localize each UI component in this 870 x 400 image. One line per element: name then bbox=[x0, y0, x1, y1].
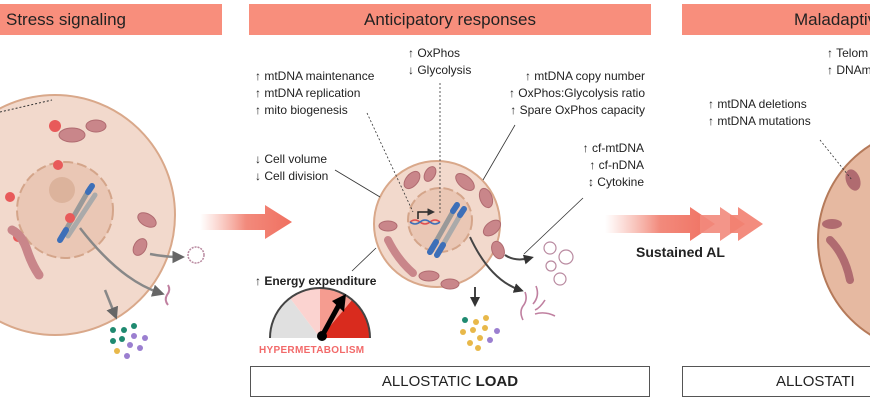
maladaptive-cell bbox=[817, 139, 870, 336]
vesicles bbox=[543, 241, 574, 286]
label-line: ↕ Cytokine bbox=[587, 175, 644, 189]
cytokine-molecules bbox=[460, 315, 500, 351]
allostatic-overload-box: ALLOSTATI bbox=[682, 366, 870, 397]
cell-volume-labels: ↓ Cell volume ↓ Cell division bbox=[255, 151, 328, 185]
mtdna-deletions-labels: ↑ mtDNA deletions ↑ mtDNA mutations bbox=[708, 96, 811, 130]
label-line: ↑ Telom bbox=[827, 46, 869, 60]
label-line: ↑ mtDNA deletions bbox=[708, 97, 807, 111]
panel-header-maladaptive: Maladaptive bbox=[682, 4, 870, 35]
header-text: Maladaptive bbox=[794, 10, 870, 29]
sustained-al-label: Sustained AL bbox=[636, 244, 725, 260]
label-line: ↑ Spare OxPhos capacity bbox=[510, 103, 645, 117]
header-text: Stress signaling bbox=[6, 10, 127, 29]
panel-header-stress-signaling: Stress signaling bbox=[0, 4, 222, 35]
stress-cell bbox=[0, 94, 205, 359]
allostatic-load-box: ALLOSTATIC LOAD bbox=[250, 366, 650, 397]
label-line: ↓ Glycolysis bbox=[408, 63, 472, 77]
label-line: ↑ DNAm bbox=[827, 63, 870, 77]
up-arrow: ↑ bbox=[255, 274, 265, 288]
chromosome-icon bbox=[427, 202, 467, 258]
label-line: ↓ Cell division bbox=[255, 169, 329, 183]
hypermetabolism-gauge-icon bbox=[269, 287, 371, 341]
header-text: Anticipatory responses bbox=[364, 10, 536, 29]
label-line: ↑ OxPhos:Glycolysis ratio bbox=[508, 86, 645, 100]
hypermetabolism-label: HYPERMETABOLISM bbox=[259, 345, 365, 356]
telomere-labels: ↑ Telom ↑ DNAm bbox=[827, 45, 870, 79]
label-line: ↑ mtDNA mutations bbox=[708, 114, 811, 128]
sustained-arrow-icon bbox=[605, 207, 763, 241]
chromosome-icon bbox=[57, 183, 98, 243]
label-line: ↑ OxPhos bbox=[408, 46, 461, 60]
label-line: ↑ mito biogenesis bbox=[255, 103, 348, 117]
label-line: ↓ Cell volume bbox=[255, 152, 328, 166]
oxphos-glycolysis-labels: ↑ OxPhos ↓ Glycolysis bbox=[408, 45, 471, 79]
cf-dna-labels: ↑ cf-mtDNA ↑ cf-nDNA ↕ Cytokine bbox=[583, 140, 644, 191]
cf-dna-fragments bbox=[520, 285, 556, 321]
secreted-molecules bbox=[110, 323, 148, 359]
mtdna-copy-number-labels: ↑ mtDNA copy number ↑ OxPhos:Glycolysis … bbox=[509, 68, 645, 119]
mtdna-maintenance-labels: ↑ mtDNA maintenance ↑ mtDNA replication … bbox=[255, 68, 374, 119]
transition-arrow-icon bbox=[200, 205, 292, 239]
label-line: ↑ mtDNA copy number bbox=[524, 69, 645, 83]
label-line: ↑ mtDNA maintenance bbox=[255, 69, 375, 83]
energy-expenditure-label: ↑ Energy expenditure bbox=[255, 274, 376, 288]
panel-header-anticipatory-responses: Anticipatory responses bbox=[249, 4, 651, 35]
label-line: ↑ cf-nDNA bbox=[589, 158, 644, 172]
anticipatory-cell bbox=[334, 83, 584, 351]
label-line: ↑ cf-mtDNA bbox=[582, 141, 644, 155]
box-prefix: ALLOSTATIC bbox=[381, 373, 476, 390]
energy-text: Energy expenditure bbox=[264, 274, 377, 288]
box-bold: LOAD bbox=[475, 373, 519, 390]
label-line: ↑ mtDNA replication bbox=[255, 86, 361, 100]
